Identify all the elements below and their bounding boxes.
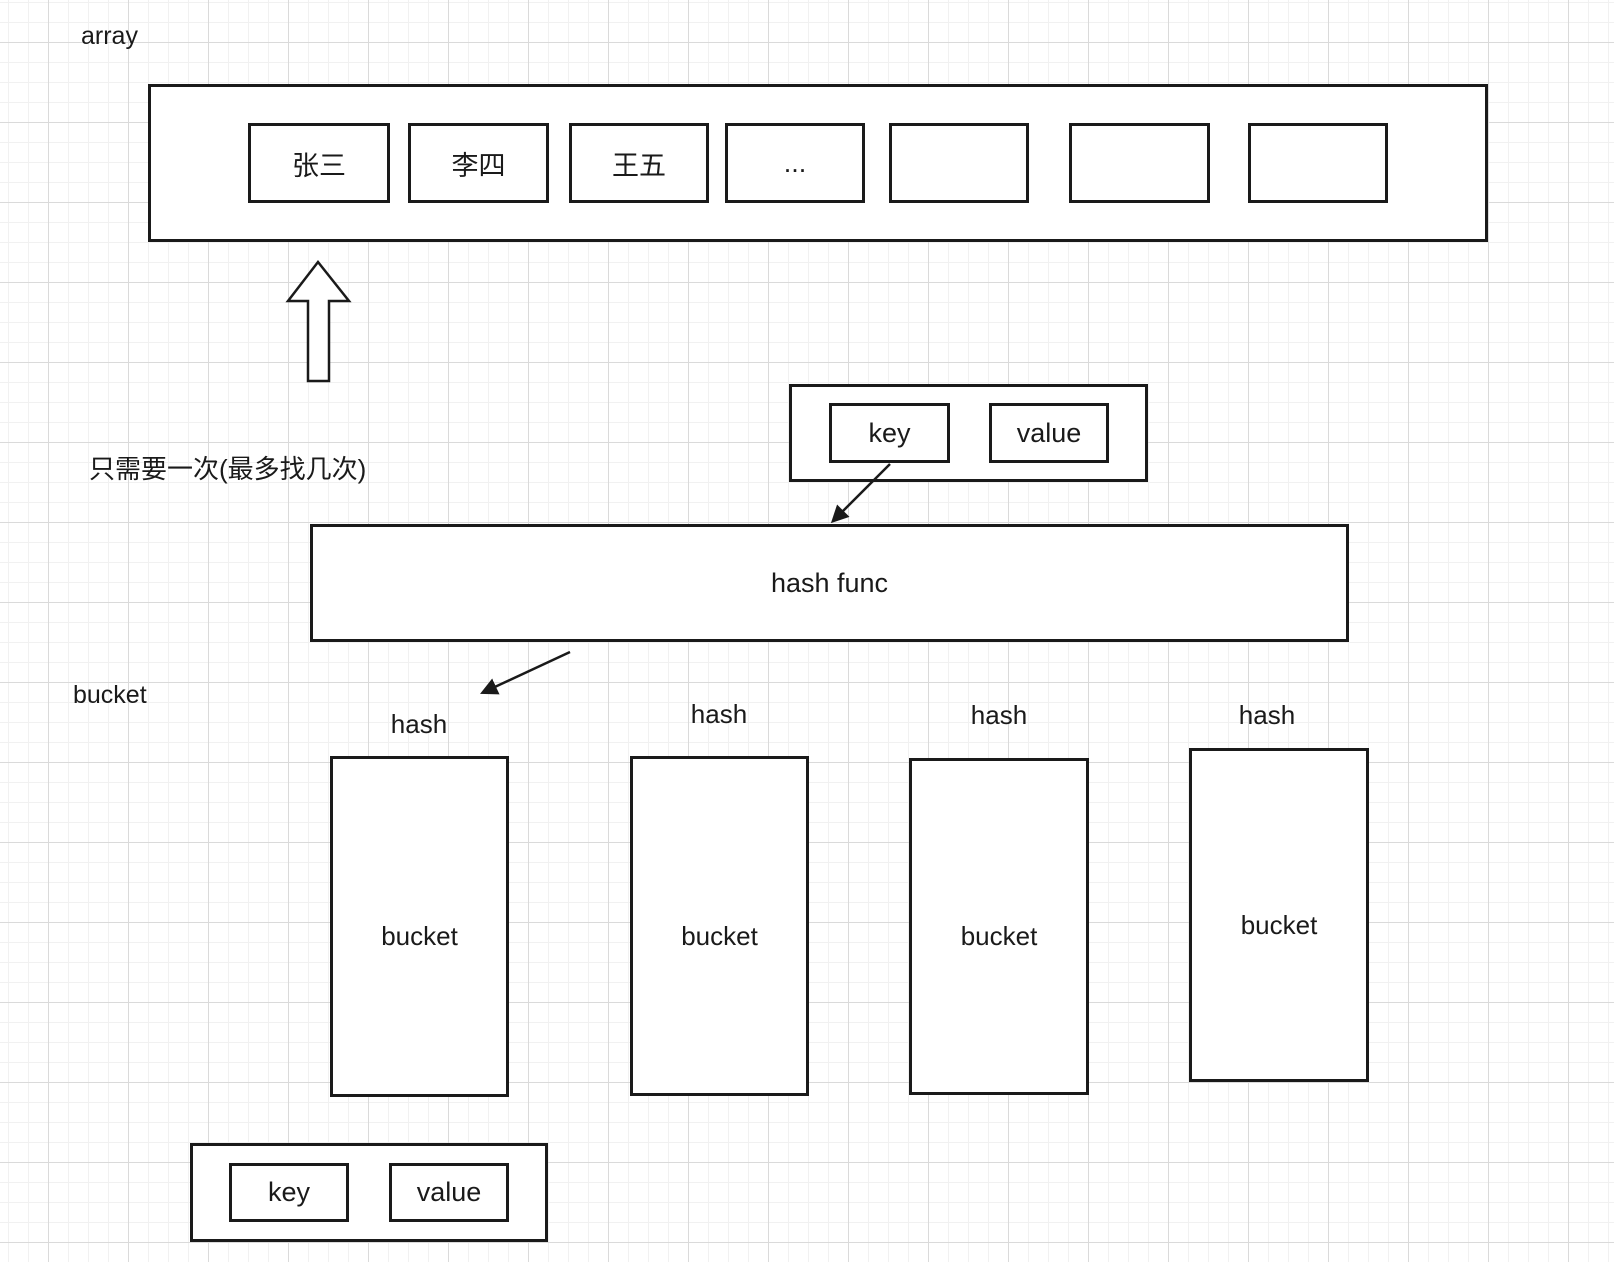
- array-cell-3: 王五: [569, 123, 709, 203]
- array-cell-7: [1248, 123, 1388, 203]
- bucket-group-label: bucket: [73, 681, 147, 709]
- arrow-hashfunc-to-bucket: [480, 650, 571, 695]
- hash-label-4: hash: [1238, 700, 1296, 730]
- array-label: array: [81, 22, 138, 50]
- kv-top-value-box: value: [989, 403, 1109, 463]
- kv-bottom-value-box: value: [389, 1163, 509, 1222]
- array-cell-4: ...: [725, 123, 865, 203]
- array-cell-2: 李四: [408, 123, 549, 203]
- kv-top-key-box: key: [829, 403, 950, 463]
- array-cell-6: [1069, 123, 1210, 203]
- bucket-box-2: bucket: [630, 756, 809, 1096]
- bucket-box-1: bucket: [330, 756, 509, 1097]
- hash-func-box: hash func: [310, 524, 1349, 642]
- hash-label-3: hash: [970, 700, 1028, 730]
- array-cell-1: 张三: [248, 123, 390, 203]
- hash-label-1: hash: [390, 709, 448, 739]
- bucket-box-4: bucket: [1189, 748, 1369, 1082]
- bucket-box-3: bucket: [909, 758, 1089, 1095]
- kv-bottom-key-box: key: [229, 1163, 349, 1222]
- hash-label-2: hash: [690, 699, 748, 729]
- note-label: 只需要一次(最多找几次): [89, 454, 367, 484]
- array-cell-5: [889, 123, 1029, 203]
- up-block-arrow: [285, 259, 352, 383]
